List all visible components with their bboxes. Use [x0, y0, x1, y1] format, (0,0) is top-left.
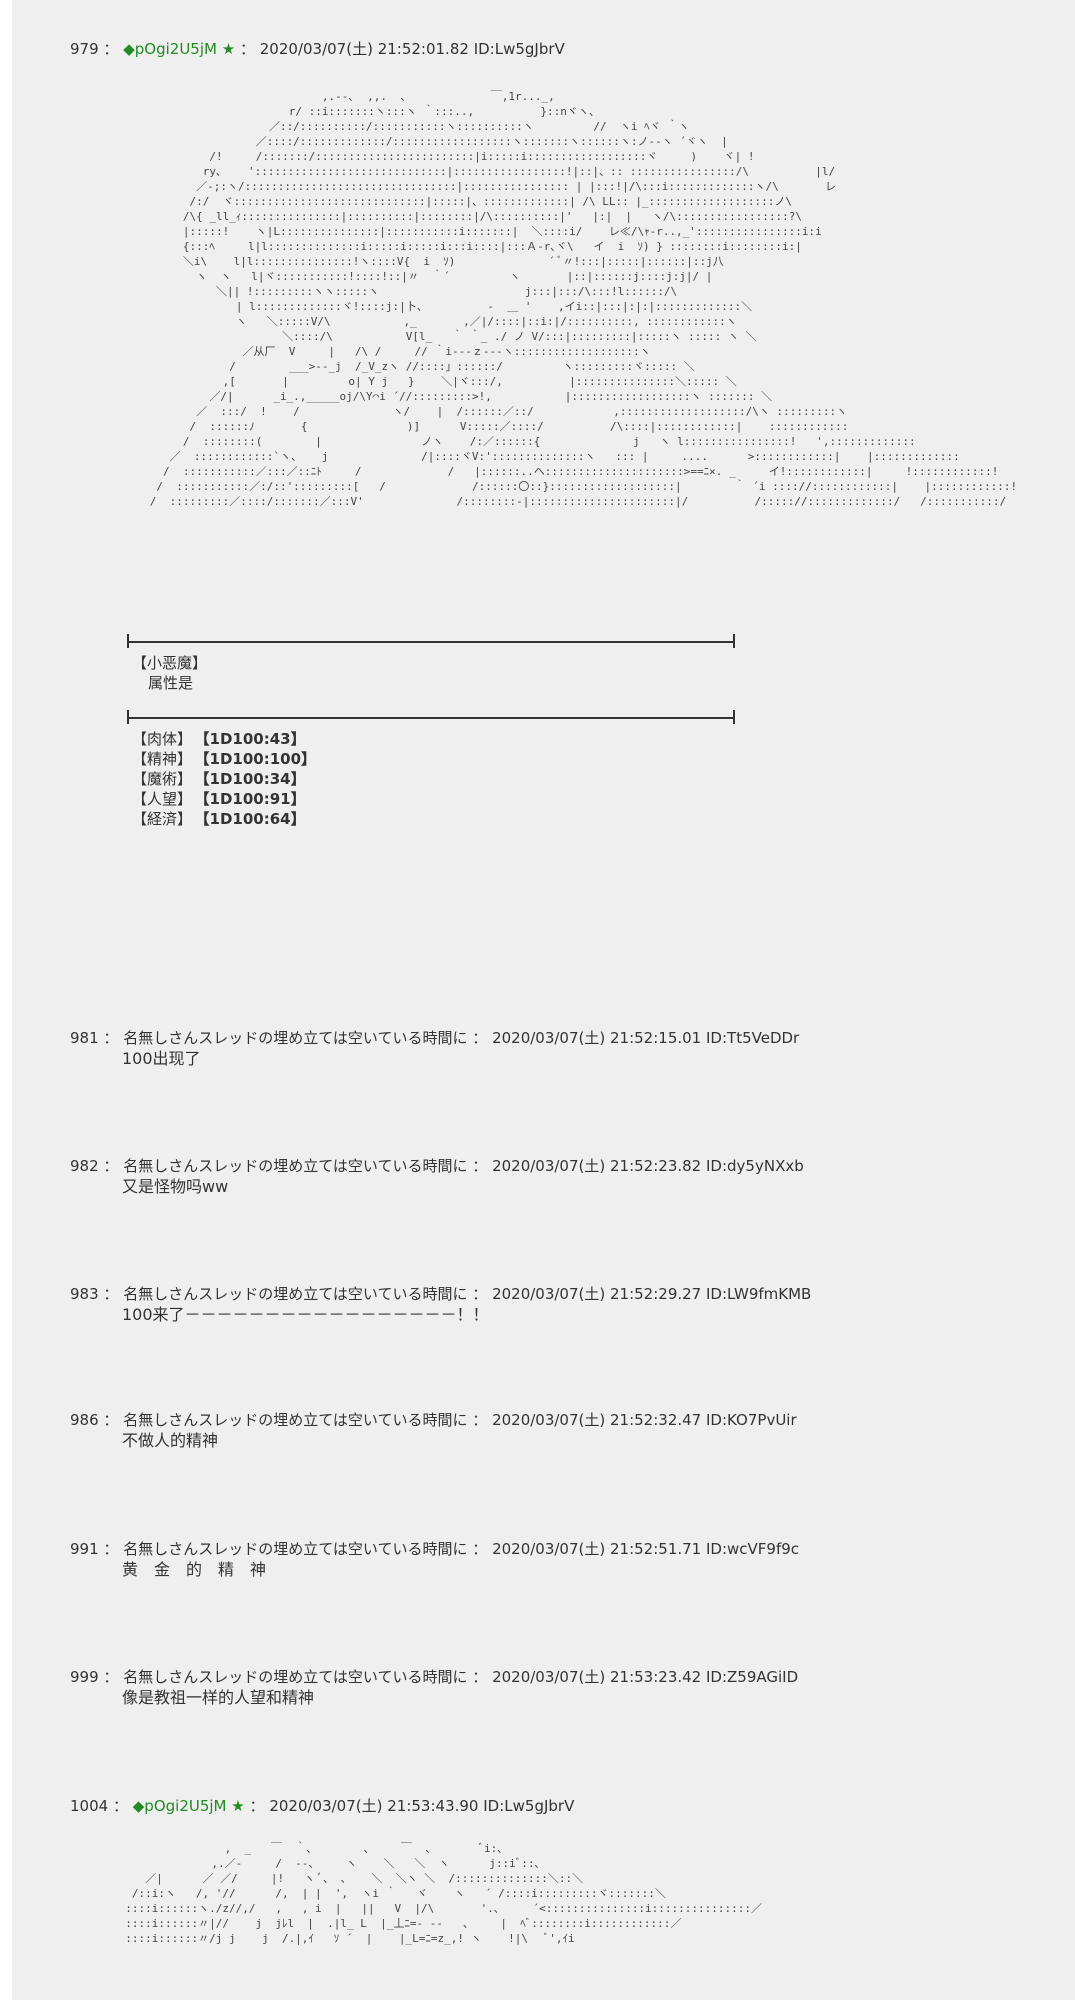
post-body: 100来了－－－－－－－－－－－－－－－－－！！: [122, 1305, 489, 1324]
post-id[interactable]: ID:Tt5VeDDr: [706, 1029, 800, 1047]
post-id[interactable]: ID:LW9fmKMB: [706, 1285, 812, 1303]
separator: ：: [103, 1411, 119, 1429]
post-body: 黄 金 的 精 神: [122, 1560, 267, 1579]
stat-row: 【経済】【1D100:64】: [132, 809, 316, 829]
poster-name: 名無しさんスレッドの埋め立ては空いている時間に: [123, 1411, 468, 1429]
stat-row: 【人望】【1D100:91】: [132, 789, 316, 809]
separator: ：: [103, 1668, 119, 1686]
post-body: 100出现了: [122, 1049, 201, 1068]
separator: ：: [103, 1029, 119, 1047]
stat-row: 【魔術】【1D100:34】: [132, 769, 316, 789]
post-datetime: 2020/03/07(土) 21:52:51.71: [492, 1540, 702, 1558]
post-number[interactable]: 979: [70, 40, 99, 58]
post-number[interactable]: 981: [70, 1029, 99, 1047]
post-body: 不做人的精神: [122, 1431, 219, 1450]
separator: ：: [472, 1285, 488, 1303]
separator: ：: [112, 1797, 128, 1815]
post-datetime: 2020/03/07(土) 21:53:43.90: [269, 1797, 479, 1815]
post-991: 991 ： 名無しさんスレッドの埋め立ては空いている時間に ： 2020/03/…: [70, 1540, 799, 1559]
divider-bottom: [128, 717, 735, 719]
post-number[interactable]: 982: [70, 1157, 99, 1175]
post-id[interactable]: ID:Z59AGiID: [706, 1668, 799, 1686]
post-986: 986 ： 名無しさんスレッドの埋め立ては空いている時間に ： 2020/03/…: [70, 1411, 797, 1430]
poster-trip: ◆pOgi2U5jM: [132, 1797, 227, 1815]
post-datetime: 2020/03/07(土) 21:52:01.82: [259, 40, 469, 58]
attribute-label: 属性是: [148, 674, 194, 692]
poster-trip: ◆pOgi2U5jM: [123, 40, 217, 58]
divider-tick: [127, 634, 129, 648]
post-body: 又是怪物吗ww: [122, 1177, 229, 1196]
post-983: 983 ： 名無しさんスレッドの埋め立ては空いている時間に ： 2020/03/…: [70, 1285, 811, 1304]
ascii-art-character-2: , _ ￣ ｀、 、 ￣ 、 ﾞi:､ ,.／- / ‐-、 ヽ ＼ ＼ ヽ j…: [125, 1842, 763, 1945]
divider-tick: [733, 634, 735, 648]
post-header: 979 ： ◆pOgi2U5jM ★ ： 2020/03/07(土) 21:52…: [70, 40, 565, 58]
post-body: 像是教祖一样的人望和精神: [122, 1688, 315, 1707]
divider-tick: [733, 710, 735, 724]
post-id[interactable]: ID:Lw5gJbrV: [473, 40, 565, 58]
stat-row: 【肉体】【1D100:43】: [132, 729, 316, 749]
post-982: 982 ： 名無しさんスレッドの埋め立ては空いている時間に ： 2020/03/…: [70, 1157, 804, 1176]
stat-label: 【精神】: [132, 750, 193, 768]
post-number[interactable]: 991: [70, 1540, 99, 1558]
separator: ：: [472, 1540, 488, 1558]
stat-label: 【人望】: [132, 790, 193, 808]
post-1004: 1004 ： ◆pOgi2U5jM ★ ： 2020/03/07(土) 21:5…: [70, 1797, 574, 1816]
stat-value: 【1D100:34】: [202, 770, 306, 788]
separator: ：: [103, 1540, 119, 1558]
separator: ：: [103, 1285, 119, 1303]
separator: ：: [103, 1157, 119, 1175]
separator: ：: [472, 1029, 488, 1047]
stat-value: 【1D100:64】: [202, 810, 306, 828]
post-number[interactable]: 983: [70, 1285, 99, 1303]
stat-row: 【精神】【1D100:100】: [132, 749, 316, 769]
ascii-art-character: ,.-‐､ ,,. 、 ￣,1r..._, r/ ::i:::::::ヽ:::ヽ…: [149, 90, 1018, 508]
poster-name: 名無しさんスレッドの埋め立ては空いている時間に: [123, 1540, 468, 1558]
divider-tick: [127, 710, 129, 724]
post-id[interactable]: ID:KO7PvUir: [706, 1411, 797, 1429]
post-number[interactable]: 986: [70, 1411, 99, 1429]
post-981: 981 ： 名無しさんスレッドの埋め立ては空いている時間に ： 2020/03/…: [70, 1029, 799, 1048]
poster-name: 名無しさんスレッドの埋め立ては空いている時間に: [123, 1285, 468, 1303]
separator: ：: [249, 1797, 265, 1815]
thread-page: 979 ： ◆pOgi2U5jM ★ ： 2020/03/07(土) 21:52…: [12, 0, 1075, 2000]
post-999: 999 ： 名無しさんスレッドの埋め立ては空いている時間に ： 2020/03/…: [70, 1668, 798, 1687]
star-icon: ★: [221, 40, 236, 58]
stat-label: 【肉体】: [132, 730, 193, 748]
separator: ：: [239, 40, 255, 58]
post-datetime: 2020/03/07(土) 21:52:23.82: [492, 1157, 702, 1175]
separator: ：: [103, 40, 119, 58]
divider-top: [128, 641, 735, 643]
poster-name: 名無しさんスレッドの埋め立ては空いている時間に: [123, 1029, 468, 1047]
separator: ：: [472, 1157, 488, 1175]
poster-name: 名無しさんスレッドの埋め立ては空いている時間に: [123, 1157, 468, 1175]
poster-name: 名無しさんスレッドの埋め立ては空いている時間に: [123, 1668, 468, 1686]
post-datetime: 2020/03/07(土) 21:52:29.27: [492, 1285, 702, 1303]
stats-list: 【肉体】【1D100:43】 【精神】【1D100:100】 【魔術】【1D10…: [132, 729, 316, 829]
stat-value: 【1D100:43】: [202, 730, 306, 748]
character-tag: 【小恶魔】: [132, 654, 208, 672]
stat-value: 【1D100:91】: [202, 790, 306, 808]
post-id[interactable]: ID:Lw5gJbrV: [483, 1797, 575, 1815]
star-icon: ★: [231, 1797, 245, 1815]
post-number[interactable]: 999: [70, 1668, 99, 1686]
post-id[interactable]: ID:dy5yNXxb: [706, 1157, 804, 1175]
separator: ：: [472, 1668, 488, 1686]
stat-label: 【魔術】: [132, 770, 193, 788]
post-979: 979 ： ◆pOgi2U5jM ★ ： 2020/03/07(土) 21:52…: [70, 40, 565, 59]
stat-label: 【経済】: [132, 810, 193, 828]
post-datetime: 2020/03/07(土) 21:52:32.47: [492, 1411, 702, 1429]
post-id[interactable]: ID:wcVF9f9c: [706, 1540, 800, 1558]
post-datetime: 2020/03/07(土) 21:53:23.42: [492, 1668, 702, 1686]
separator: ：: [472, 1411, 488, 1429]
post-datetime: 2020/03/07(土) 21:52:15.01: [492, 1029, 702, 1047]
stat-value: 【1D100:100】: [202, 750, 317, 768]
post-number[interactable]: 1004: [70, 1797, 109, 1815]
